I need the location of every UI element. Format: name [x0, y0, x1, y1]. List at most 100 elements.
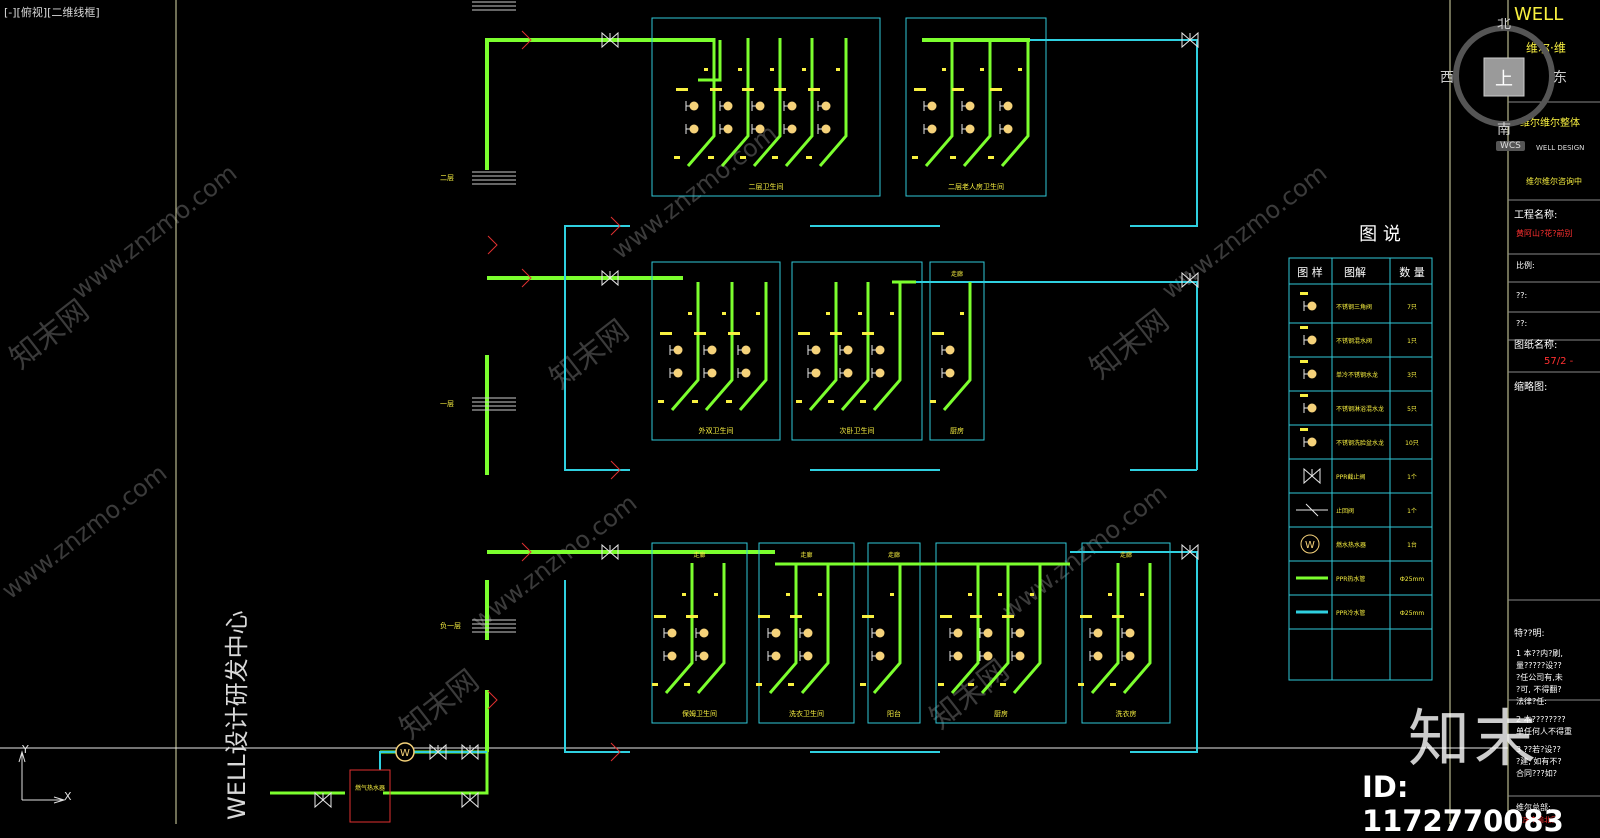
valve-body [1181, 31, 1199, 49]
view-cube[interactable]: 上 北 南 西 东 [1440, 18, 1580, 138]
fixture-tag [952, 88, 964, 91]
legend-title: 图 说 [1359, 224, 1401, 245]
cube-top-face[interactable] [1483, 57, 1525, 97]
room-label: 厨房 [994, 709, 1008, 718]
legend-desc: PPR冷水管 [1336, 609, 1365, 617]
faucet-icon [1003, 124, 1013, 134]
viewport-label[interactable]: [-][俯视][二维线框] [4, 6, 100, 19]
legend-desc: 不锈钢三角阀 [1336, 303, 1372, 311]
legend-desc: 燃水热水器 [1336, 541, 1366, 549]
legend-qty: 5只 [1407, 406, 1417, 413]
faucet-icon [1307, 335, 1317, 345]
room-box: 次卧卫生间 [791, 261, 923, 441]
watermark-layer: www.znzmo.com 知末网 www.znzmo.com www.znzm… [0, 119, 1332, 747]
cube-top-label[interactable]: 上 [1495, 69, 1513, 90]
faucet-icon [965, 101, 975, 111]
fixture-tag [788, 683, 794, 686]
fixture-tag [862, 615, 874, 618]
faucet-icon [667, 628, 677, 638]
fixture-tag [774, 88, 786, 91]
faucet-icon [1015, 628, 1025, 638]
legend-desc: 不锈钢淋浴混水龙 [1336, 405, 1384, 413]
legend-qty: Ф25mm [1400, 576, 1425, 583]
faucet-icon [741, 345, 751, 355]
company-english: WELL DESIGN [1536, 144, 1584, 152]
note-line: 3 ??若?设?? [1516, 744, 1561, 754]
fixture-tag [942, 68, 946, 71]
fixture-tag [714, 593, 718, 596]
compass-south[interactable]: 南 [1497, 122, 1511, 138]
valve-body [1303, 467, 1321, 485]
floor-label: 负一层 [440, 621, 461, 630]
compass-west[interactable]: 西 [1440, 70, 1454, 86]
gate-valve-icon [461, 791, 479, 809]
faucet-icon [689, 101, 699, 111]
footer-address: 重庆市渝北区 [1516, 815, 1558, 824]
wcs-button[interactable]: WCS [1496, 141, 1525, 151]
fixture-tag [890, 312, 894, 315]
faucet-icon [787, 124, 797, 134]
fixture-tag [682, 593, 686, 596]
room-tag: 走廊 [693, 551, 705, 559]
fixture-tag [806, 156, 812, 159]
faucet-icon [787, 101, 797, 111]
project-value: 黄阿山?花?前别 [1516, 228, 1573, 238]
room-label: 外双卫生间 [699, 426, 734, 435]
compass-north[interactable]: 北 [1497, 18, 1511, 32]
fixture-tag [772, 156, 778, 159]
branch-pipe [670, 282, 700, 411]
room-frame [651, 261, 781, 441]
faucet-icon [1125, 651, 1135, 661]
fixture-tag [1112, 615, 1124, 618]
pipe-run [564, 225, 630, 471]
compass-east[interactable]: 东 [1553, 70, 1567, 86]
faucet-icon [1307, 301, 1317, 311]
room-box: 外双卫生间 [651, 261, 781, 441]
faucet-icon [843, 368, 853, 378]
note-line: 1 本??内?刷, [1516, 648, 1563, 658]
gate-valve-icon [1181, 543, 1199, 561]
watermark-text: www.znzmo.com [66, 159, 242, 305]
room-box: 二层老人房卫生间 [905, 17, 1047, 197]
branch-pipe [980, 563, 1010, 694]
fixture-tag [990, 88, 1002, 91]
compass-ring[interactable] [1453, 25, 1555, 127]
fixture-tag [860, 683, 866, 686]
branch-pipe [942, 282, 972, 411]
fixture-tag [802, 68, 806, 71]
fixture-tag [890, 593, 894, 596]
faucet-icon [965, 124, 975, 134]
watermark-text: 知末网 [923, 653, 1015, 736]
fixture-tag [798, 332, 810, 335]
legend-qty: 1个 [1407, 508, 1417, 515]
check-valve-icon [1305, 503, 1319, 517]
room-box: 二层卫生间 [651, 17, 881, 197]
heater-icon-label: W [1305, 540, 1315, 551]
faucet-icon [1307, 437, 1317, 447]
gate-valve-icon [1181, 31, 1199, 49]
drawing-label: 图纸名称: [1514, 338, 1557, 351]
room-box: 厨房 [935, 542, 1067, 724]
note-line: ?任公司有,未 [1516, 672, 1563, 682]
company-name: 维尔维尔整体 [1520, 116, 1580, 129]
water-heater-label: 燃气热水器 [355, 784, 385, 792]
svg-text:X: X [64, 790, 72, 803]
faucet-icon [707, 368, 717, 378]
fixture-tag [980, 68, 984, 71]
fixture-tag [722, 312, 726, 315]
branch-pipe [768, 563, 798, 694]
fixture-tag [1300, 360, 1308, 363]
legend-desc: 单冷不锈钢水龙 [1336, 371, 1378, 379]
faucet-icon [1125, 628, 1135, 638]
faucet-icon [1307, 369, 1317, 379]
room-label: 厨房 [950, 426, 964, 435]
fixture-tag [828, 400, 834, 403]
faucet-icon [821, 124, 831, 134]
legend-header: 图 样 [1297, 265, 1323, 279]
scale-label: 比例: [1516, 260, 1535, 270]
fixture-tag [1000, 683, 1006, 686]
pipe-run [1012, 39, 1198, 227]
